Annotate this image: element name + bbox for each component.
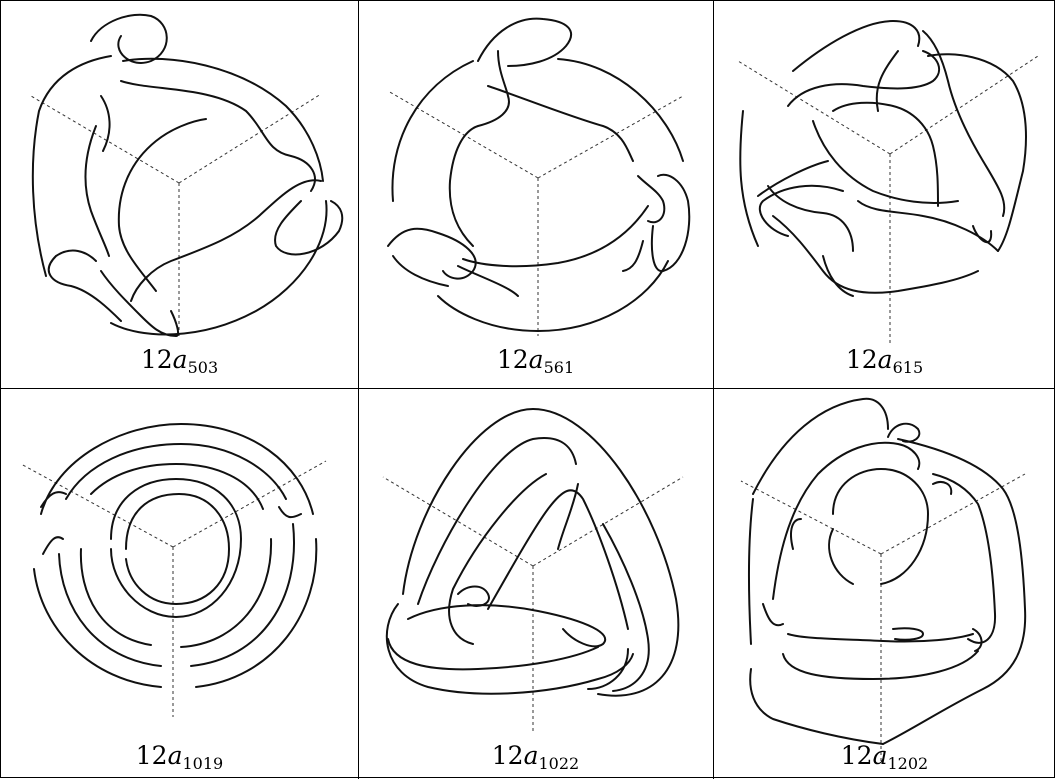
knot-diagram-12a561 <box>358 1 713 388</box>
knot-panel-12a503: 12a503 <box>1 1 358 388</box>
knot-label: 12a1202 <box>713 741 1055 770</box>
knot-label: 12a503 <box>1 345 358 374</box>
knot-panel-12a1022: 12a1022 <box>358 389 713 779</box>
knot-panel-12a615: 12a615 <box>713 1 1055 388</box>
knot-label: 12a615 <box>713 345 1055 374</box>
knot-panel-12a1202: 12a1202 <box>713 389 1055 779</box>
knot-label: 12a1019 <box>1 741 358 770</box>
knot-diagram-12a1019 <box>1 389 358 779</box>
knot-diagram-12a503 <box>1 1 358 388</box>
knot-diagram-12a615 <box>713 1 1055 388</box>
knot-panel-12a561: 12a561 <box>358 1 713 388</box>
knot-diagram-12a1022 <box>358 389 713 779</box>
knot-diagram-12a1202 <box>713 389 1055 779</box>
knot-label: 12a1022 <box>358 741 713 770</box>
knot-panel-12a1019: 12a1019 <box>1 389 358 779</box>
knot-label: 12a561 <box>358 345 713 374</box>
